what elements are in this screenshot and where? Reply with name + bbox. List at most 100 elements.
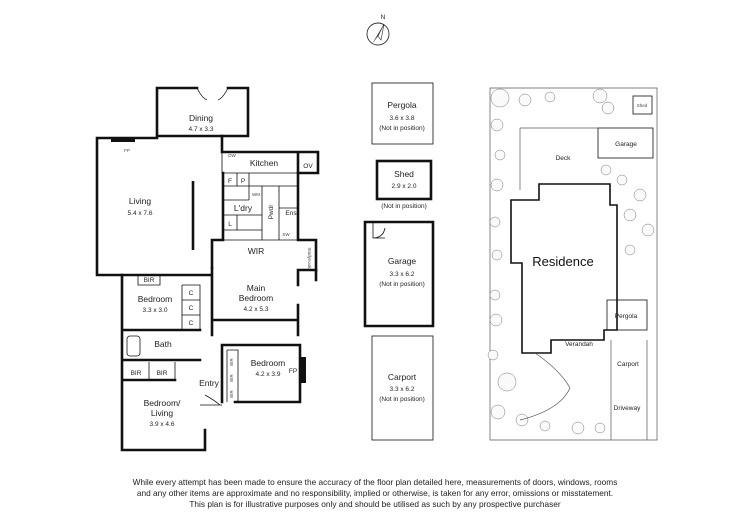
bedroom-living-label: Bedroom/ <box>144 398 181 408</box>
ensuite-label: Ens <box>285 210 297 217</box>
bedroom2-bir-a: BIR <box>229 358 234 366</box>
main-floor-plan <box>95 86 320 452</box>
dining-french-doors <box>196 87 229 101</box>
bedroom2-size: 4.2 x 3.9 <box>256 371 281 378</box>
site-deck <box>519 127 598 190</box>
site-garage <box>597 127 654 159</box>
fridge-label: F <box>228 178 232 185</box>
shed-outline <box>375 159 433 201</box>
bir-a-label: BIR <box>131 370 142 377</box>
washing-machine-label: WM <box>252 192 260 197</box>
compass-ring <box>366 22 390 46</box>
cupboard-2-label: C <box>189 305 194 312</box>
bedroom2-fireplace <box>301 357 306 383</box>
bedroom-living-label-2: Living <box>151 408 173 418</box>
garage-outline <box>363 220 435 328</box>
cupboard-1-label: C <box>189 290 194 297</box>
living-label: Living <box>129 196 151 206</box>
site-shed <box>632 95 653 115</box>
outbuildings: Pergola 3.6 x 3.8 (Not in position) Shed… <box>363 82 435 441</box>
kitchen-walls <box>220 134 320 175</box>
laundry-label: L'dry <box>234 203 253 213</box>
dining-walls <box>155 86 250 138</box>
bedroom2-bir-b: BIR <box>229 374 234 382</box>
dining-label: Dining <box>189 113 213 123</box>
pergola-label: Pergola <box>387 100 417 110</box>
wir-label: WIR <box>248 246 265 256</box>
garage-note: (Not in position) <box>379 281 425 288</box>
bedroom1-cupboards <box>137 275 201 330</box>
bedroom-living-size: 3.9 x 4.6 <box>150 421 175 428</box>
carport-note: (Not in position) <box>379 396 425 403</box>
site-trees <box>487 88 655 435</box>
pergola-outline <box>371 82 434 145</box>
site-driveway-label: Driveway <box>614 405 641 412</box>
dining-size: 4.7 x 3.3 <box>189 126 214 133</box>
main-bedroom-label-2: Bedroom <box>239 293 274 303</box>
shed-label: Shed <box>394 169 414 179</box>
site-path <box>519 352 571 421</box>
site-deck-label: Deck <box>556 155 572 162</box>
powder-label: Pwdr <box>268 204 275 220</box>
bedroom2-bir-c: BIR <box>229 390 234 398</box>
site-carport-label: Carport <box>617 361 639 368</box>
bedroom1-label: Bedroom <box>138 294 173 304</box>
site-driveway <box>610 340 648 440</box>
garage-label: Garage <box>388 256 417 266</box>
bedroom2-label: Bedroom <box>251 358 286 368</box>
dishwasher-label: DW <box>228 153 236 158</box>
laundry-l-label: L <box>228 221 232 228</box>
main-bedroom-walls <box>210 266 318 337</box>
site-garage-label: Garage <box>615 141 637 148</box>
pergola-size: 3.6 x 3.8 <box>390 115 415 122</box>
studynook-label: Studynook <box>307 247 312 269</box>
bedroom1-size: 3.3 x 3.0 <box>143 307 168 314</box>
disclaimer-line-3: This plan is for illustrative purposes o… <box>189 499 561 509</box>
living-size: 5.4 x 7.6 <box>128 210 153 217</box>
carport-label: Carport <box>388 372 417 382</box>
site-plan: Shed Garage Deck Residence Pergola Veran… <box>487 87 658 441</box>
site-residence-outline <box>510 183 618 354</box>
garage-size: 3.3 x 6.2 <box>390 271 415 278</box>
pergola-note: (Not in position) <box>379 125 425 132</box>
bedroom2-walls <box>220 343 302 404</box>
oven-label: OV <box>303 163 313 170</box>
kitchen-label: Kitchen <box>250 158 279 168</box>
shed-note: (Not in position) <box>381 203 427 210</box>
site-pergola <box>606 299 648 331</box>
service-partitions <box>223 173 298 241</box>
bedroom1-bir-label: BIR <box>144 277 155 284</box>
cupboard-3-label: C <box>189 320 194 327</box>
main-bedroom-label: Main <box>247 283 266 293</box>
site-verandah-label: Verandah <box>565 341 593 348</box>
carport-size: 3.3 x 6.2 <box>390 386 415 393</box>
disclaimer-line-1: While every attempt has been made to ens… <box>132 477 618 487</box>
site-pergola-label: Pergola <box>615 313 638 320</box>
bedroom2-fp-label: FP <box>289 368 297 375</box>
bathtub <box>126 335 141 357</box>
site-residence-label: Residence <box>532 254 593 269</box>
compass: N <box>366 14 390 46</box>
main-bedroom-size: 4.2 x 5.3 <box>244 306 269 313</box>
compass-north-label: N <box>381 14 386 21</box>
site-boundary <box>489 87 658 441</box>
living-walls <box>95 136 159 277</box>
pantry-label: P <box>241 178 245 185</box>
living-fireplace <box>111 137 135 142</box>
disclaimer-line-2: and any other items are approximate and … <box>136 488 614 498</box>
garage-door <box>372 222 386 239</box>
bir-b-label: BIR <box>157 370 168 377</box>
entry-label: Entry <box>199 378 220 388</box>
living-fp-label: FP <box>124 148 130 153</box>
carport-outline <box>371 335 434 441</box>
bedroom2-robes <box>226 349 239 402</box>
site-shed-label: Shed <box>637 103 648 108</box>
shower-label: SW <box>282 232 290 237</box>
entry-door <box>200 394 222 406</box>
bath-label: Bath <box>154 339 172 349</box>
main-plan-labels: Dining 4.7 x 3.3 DW Kitchen OV FP Living… <box>124 113 313 428</box>
left-wing-walls <box>120 273 212 452</box>
service-walls <box>210 171 318 282</box>
compass-needle-icon <box>372 24 384 44</box>
